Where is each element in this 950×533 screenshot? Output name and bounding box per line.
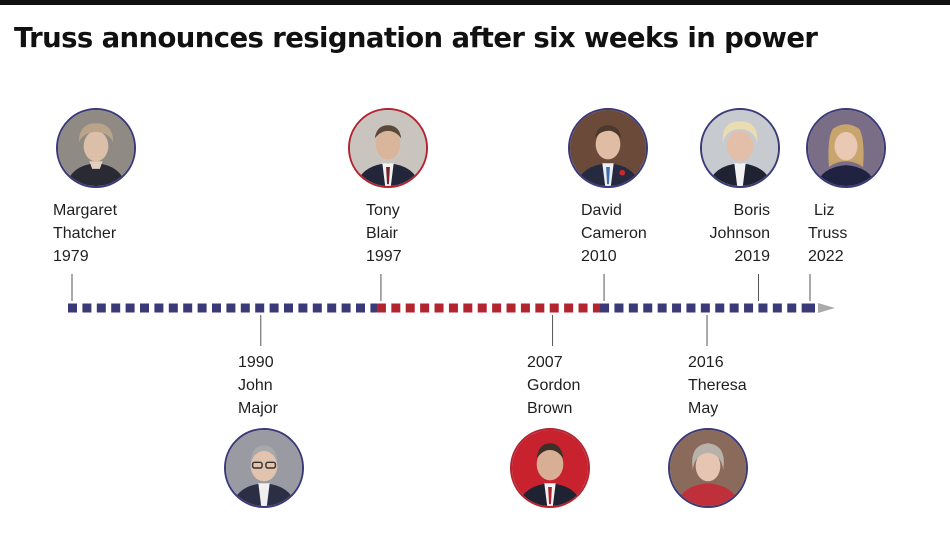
timeline-dash-conservative <box>657 303 667 313</box>
pm-label-johnson: Boris Johnson 2019 <box>690 199 771 268</box>
timeline-dash-conservative <box>168 303 178 313</box>
pm-label-may: 2016 Theresa May <box>688 351 747 420</box>
timeline-dash-labour <box>592 303 602 313</box>
blair-portrait <box>348 108 428 188</box>
timeline-dash-conservative <box>68 303 77 313</box>
timeline-dash-labour <box>434 303 444 313</box>
pm-last-name: May <box>688 400 719 417</box>
timeline-dash-labour <box>564 303 574 313</box>
johnson-portrait <box>700 108 780 188</box>
timeline-dash-conservative <box>125 303 135 313</box>
may-portrait <box>668 428 748 508</box>
timeline-dash-labour <box>520 303 530 313</box>
timeline <box>68 274 835 346</box>
timeline-dash-conservative <box>715 303 725 313</box>
pm-label-major: 1990 John Major <box>238 351 278 420</box>
pm-label-blair: Tony Blair 1997 <box>366 199 402 268</box>
timeline-dash-conservative <box>744 303 754 313</box>
timeline-dash-labour <box>420 303 430 313</box>
timeline-dash-conservative <box>298 303 308 313</box>
timeline-dash-conservative <box>82 303 92 313</box>
timeline-dash-conservative <box>269 303 279 313</box>
pm-first-name: Liz <box>814 202 835 219</box>
timeline-arrow <box>818 303 835 313</box>
page-title: Truss announces resignation after six we… <box>14 22 818 54</box>
pm-last-name: Truss <box>808 225 848 242</box>
pm-first-name: John <box>238 377 273 394</box>
pm-last-name: Cameron <box>581 225 647 242</box>
pm-first-name: Theresa <box>688 377 747 394</box>
timeline-dash-labour <box>535 303 545 313</box>
timeline-dash-labour <box>549 303 559 313</box>
timeline-dash-conservative <box>226 303 236 313</box>
timeline-dash-labour <box>578 303 588 313</box>
pm-first-name: Boris <box>733 202 770 219</box>
top-rule <box>0 0 950 5</box>
timeline-dash-conservative <box>686 303 696 313</box>
timeline-dash-labour <box>506 303 516 313</box>
timeline-dash-labour <box>477 303 487 313</box>
pm-last-name: Brown <box>527 400 573 417</box>
timeline-dash-conservative <box>111 303 121 313</box>
timeline-dash-conservative <box>341 303 351 313</box>
timeline-dash-labour <box>376 303 386 313</box>
pm-label-cameron: David Cameron 2010 <box>581 199 647 268</box>
timeline-dash-conservative <box>284 303 293 313</box>
timeline-dash-labour <box>492 303 502 313</box>
timeline-dash-conservative <box>672 303 682 313</box>
pm-first-name: Gordon <box>527 377 581 394</box>
timeline-dash-conservative <box>255 303 265 313</box>
timeline-dash-conservative <box>356 303 365 313</box>
timeline-dash-conservative <box>140 303 149 313</box>
pm-last-name: Thatcher <box>53 225 117 242</box>
pm-label-brown: 2007 Gordon Brown <box>527 351 580 420</box>
pm-first-name: David <box>581 202 622 219</box>
timeline-dash-conservative <box>312 303 322 313</box>
timeline-dash-conservative <box>240 303 250 313</box>
pm-year: 1990 <box>238 354 274 371</box>
pm-last-name: Blair <box>366 225 399 242</box>
timeline-dash-conservative <box>806 303 815 313</box>
timeline-dash-conservative <box>758 303 768 313</box>
timeline-dash-labour <box>391 303 401 313</box>
pm-first-name: Margaret <box>53 202 118 219</box>
timeline-dash-conservative <box>197 303 207 313</box>
timeline-dash-conservative <box>729 303 739 313</box>
timeline-dash-conservative <box>614 303 624 313</box>
timeline-dash-conservative <box>787 303 797 313</box>
pm-year: 2010 <box>581 248 617 265</box>
major-portrait <box>224 428 304 508</box>
pm-year: 1979 <box>53 248 89 265</box>
timeline-dash-conservative <box>183 303 193 313</box>
pm-year: 2019 <box>734 248 770 265</box>
brown-portrait <box>510 428 590 508</box>
timeline-dash-labour <box>405 303 415 313</box>
pm-label-thatcher: Margaret Thatcher 1979 <box>53 199 117 268</box>
pm-year: 2016 <box>688 354 724 371</box>
timeline-dash-conservative <box>700 303 710 313</box>
truss-portrait <box>806 108 886 188</box>
pm-year: 2007 <box>527 354 563 371</box>
pm-year: 1997 <box>366 248 402 265</box>
thatcher-portrait <box>56 108 136 188</box>
timeline-dash-conservative <box>212 303 221 313</box>
pm-last-name: Major <box>238 400 279 417</box>
timeline-dash-conservative <box>370 303 380 313</box>
timeline-dash-conservative <box>96 303 106 313</box>
timeline-dash-labour <box>448 303 458 313</box>
pm-year: 2022 <box>808 248 844 265</box>
pm-first-name: Tony <box>366 202 400 219</box>
timeline-dash-conservative <box>643 303 653 313</box>
timeline-dash-conservative <box>628 303 638 313</box>
cameron-portrait <box>568 108 648 188</box>
timeline-dash-conservative <box>327 303 337 313</box>
pm-label-truss: Liz Truss 2022 <box>808 199 847 268</box>
timeline-dash-labour <box>463 303 473 313</box>
timeline-dash-conservative <box>154 303 164 313</box>
pm-last-name: Johnson <box>709 225 771 242</box>
timeline-dash-conservative <box>600 303 610 313</box>
timeline-dash-conservative <box>772 303 782 313</box>
